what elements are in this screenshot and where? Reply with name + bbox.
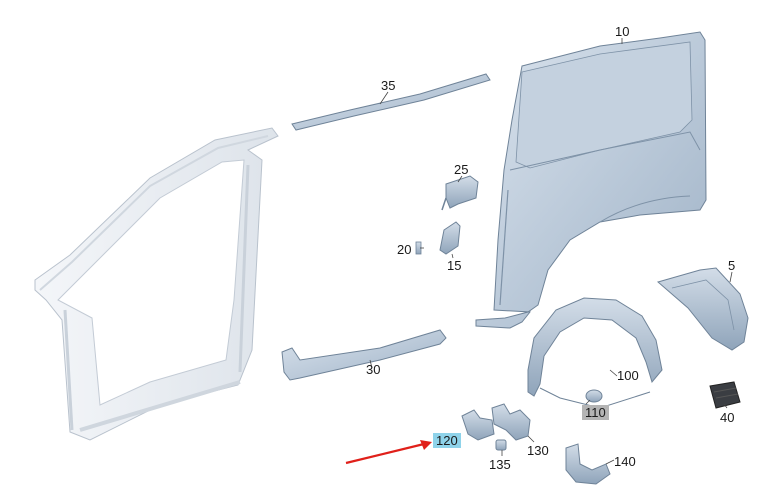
part-35-roof-rail[interactable] [291, 73, 491, 131]
part-10-side-panel[interactable] [475, 31, 707, 329]
door-frame-part[interactable] [34, 127, 279, 441]
label-part-120[interactable]: 120 [433, 433, 461, 448]
label-part-140[interactable]: 140 [614, 454, 636, 469]
part-120-bracket[interactable] [461, 409, 495, 441]
label-part-40[interactable]: 40 [720, 410, 735, 425]
label-part-30[interactable]: 30 [366, 362, 381, 377]
label-part-10[interactable]: 10 [615, 24, 630, 39]
label-part-15[interactable]: 15 [447, 258, 462, 273]
label-part-110[interactable]: 110 [582, 405, 609, 420]
label-part-130[interactable]: 130 [527, 443, 549, 458]
part-130-bracket[interactable] [491, 403, 531, 441]
leader-lines [369, 38, 733, 465]
part-30-sill[interactable] [281, 329, 447, 381]
part-110-cap[interactable] [585, 389, 603, 403]
part-25-bracket[interactable] [441, 175, 479, 211]
label-part-100[interactable]: 100 [617, 368, 639, 383]
part-100-wheelhouse[interactable] [527, 297, 663, 409]
part-140-liner[interactable] [565, 443, 611, 485]
part-40-pad[interactable] [709, 381, 741, 409]
label-part-5[interactable]: 5 [728, 258, 736, 273]
part-5-corner-bracket[interactable] [656, 267, 749, 351]
label-part-20[interactable]: 20 [397, 242, 412, 257]
label-part-135[interactable]: 135 [489, 457, 511, 472]
part-135-grommet[interactable] [495, 439, 507, 451]
label-part-25[interactable]: 25 [454, 162, 469, 177]
label-part-35[interactable]: 35 [381, 78, 396, 93]
part-15-pillar-piece[interactable] [439, 221, 461, 255]
highlight-arrow [345, 440, 432, 465]
